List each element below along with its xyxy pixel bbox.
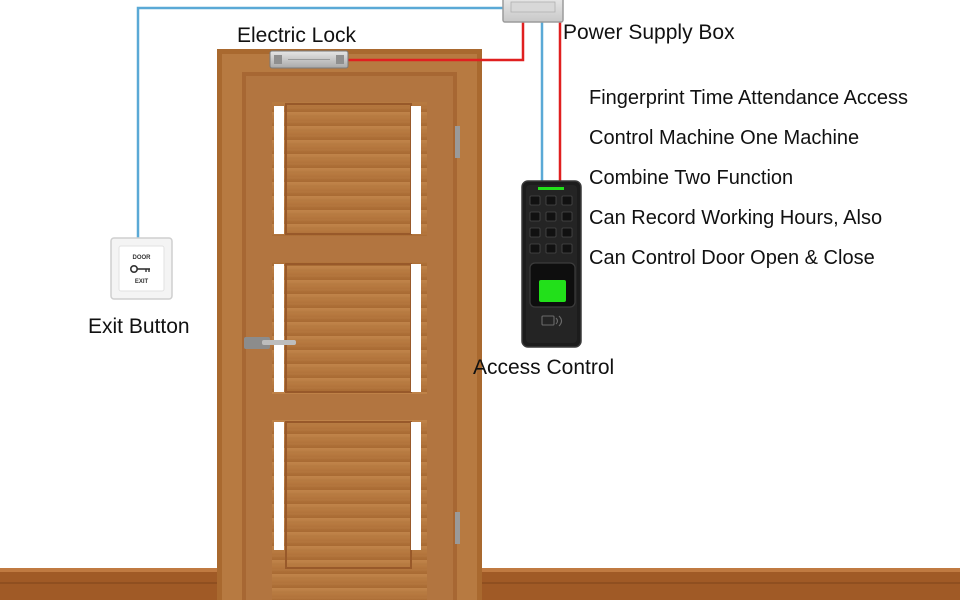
feature-description: Fingerprint Time Attendance Access Contr… — [589, 78, 908, 278]
exit-button-face-top: DOOR — [133, 255, 152, 261]
glass-strip — [411, 422, 421, 550]
exit-button-label: Exit Button — [88, 315, 190, 338]
status-led-bar — [538, 187, 564, 190]
access-control-label: Access Control — [473, 356, 615, 379]
door-panel-bottom — [285, 421, 412, 569]
electric-lock-label: Electric Lock — [237, 24, 357, 47]
exit-button-device: DOOR EXIT — [110, 237, 173, 300]
access-control-device — [521, 180, 582, 348]
description-line: Can Control Door Open & Close — [589, 247, 875, 269]
power-supply-box-label: Power Supply Box — [563, 21, 735, 44]
door-handle — [244, 337, 296, 349]
electric-lock — [269, 50, 349, 69]
door-panel-middle — [285, 263, 412, 393]
keypad — [529, 195, 573, 254]
card-reader-icon — [541, 315, 563, 327]
power-wires — [348, 22, 562, 182]
power-supply-box — [502, 0, 564, 23]
signal-wires — [136, 6, 544, 238]
door-panel-top — [285, 103, 412, 235]
hinge — [455, 126, 460, 158]
glass-strip — [274, 106, 284, 234]
description-line: Can Record Working Hours, Also — [589, 207, 883, 229]
glass-strip — [411, 106, 421, 234]
fingerprint-window — [539, 280, 566, 302]
description-line: Fingerprint Time Attendance Access — [589, 87, 909, 109]
hinge — [455, 512, 460, 544]
glass-strip — [411, 264, 421, 392]
exit-button-face-bottom: EXIT — [135, 279, 149, 285]
description-line: Control Machine One Machine — [589, 127, 860, 149]
description-line: Combine Two Function — [589, 167, 794, 189]
door — [242, 72, 460, 600]
key-icon — [130, 264, 150, 273]
glass-strip — [274, 422, 284, 550]
glass-strip — [274, 264, 284, 392]
